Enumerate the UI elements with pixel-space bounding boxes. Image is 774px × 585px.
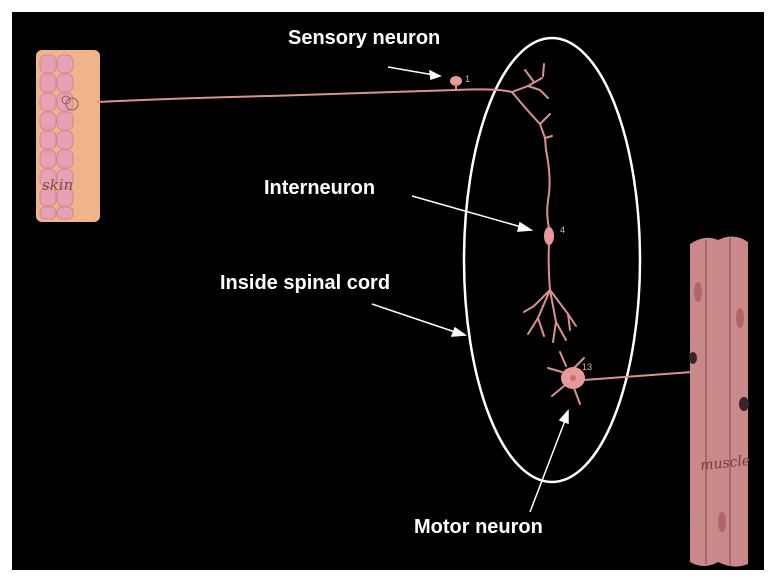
interneuron-cell-body [544,227,554,245]
interneuron-number: 4 [560,225,565,235]
sensory-cell-body [450,76,462,86]
sensory-neuron-label: Sensory neuron [288,28,440,48]
motor-neuron-label: Motor neuron [414,517,543,537]
interneuron-label: Interneuron [264,178,375,198]
motor-number: 13 [582,362,592,372]
muscle-tissue: muscle [689,236,751,566]
motor-nucleus [570,375,576,381]
sensory-number: 1 [465,74,470,84]
spinal-cord-label: Inside spinal cord [220,273,390,293]
skin-label: skin [42,176,73,194]
skin-tissue: skin [36,50,100,222]
